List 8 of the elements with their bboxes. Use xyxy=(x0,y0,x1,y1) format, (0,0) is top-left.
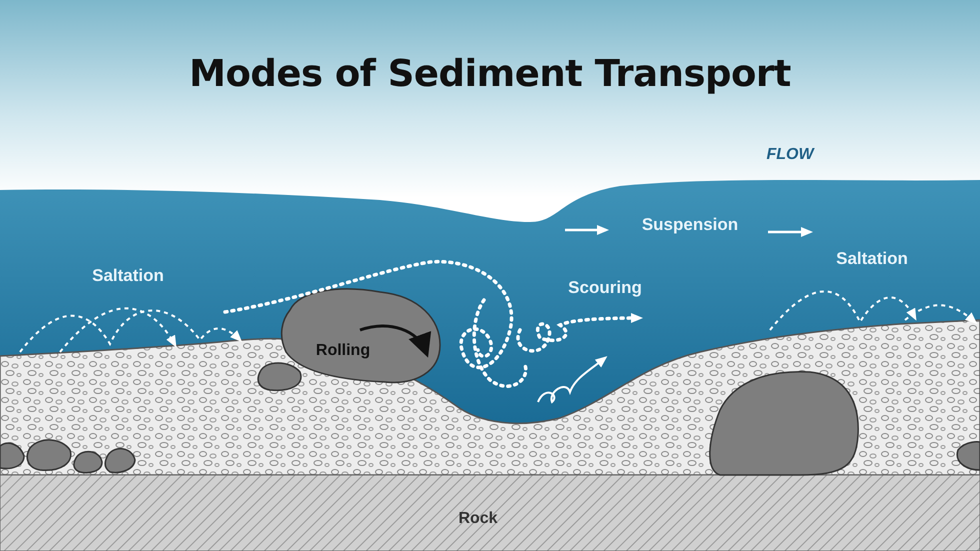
flow-label: FLOW xyxy=(766,146,814,164)
saltation-label: Saltation xyxy=(836,249,908,269)
rolling-label: Rolling xyxy=(316,342,370,360)
saltation-label: Saltation xyxy=(92,266,164,286)
scouring-label: Scouring xyxy=(568,278,642,298)
suspension-label: Suspension xyxy=(642,215,738,235)
title: Modes of Sediment Transport xyxy=(188,52,792,95)
rock-label: Rock xyxy=(458,510,498,528)
